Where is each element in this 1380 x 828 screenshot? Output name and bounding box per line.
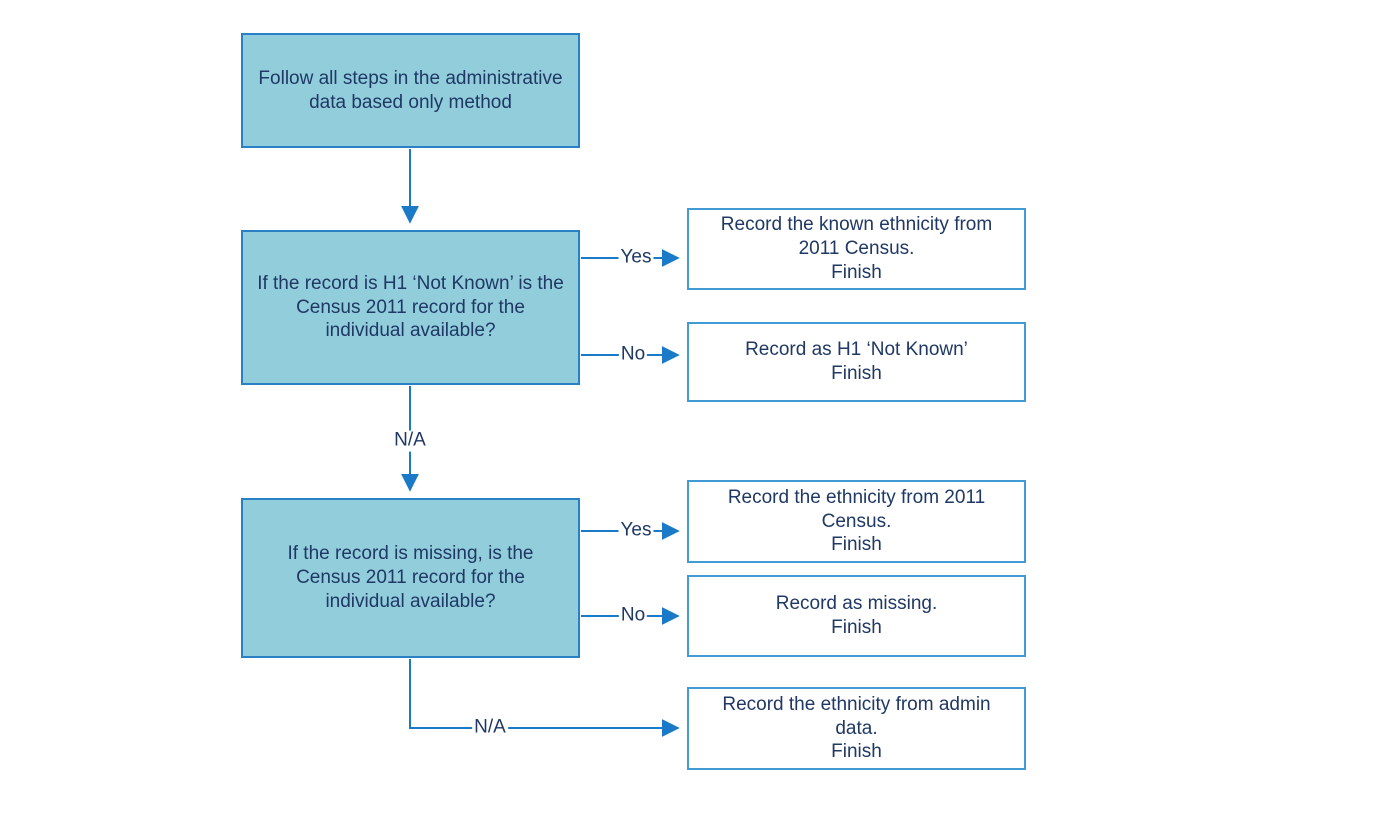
edge-decision2-na	[409, 659, 680, 737]
node-outcome-not-known: Record as H1 ‘Not Known’ Finish	[687, 322, 1026, 402]
node-outcome-known-ethnicity: Record the known ethnicity from 2011 Cen…	[687, 208, 1026, 290]
edge-label-decision1-na: N/A	[392, 429, 428, 452]
edge-label-decision2-yes: Yes	[618, 519, 654, 542]
node-outcome-census-ethnicity: Record the ethnicity from 2011 Census. F…	[687, 480, 1026, 563]
edge-label-decision1-no: No	[618, 343, 648, 366]
node-start: Follow all steps in the administrative d…	[241, 33, 580, 148]
node-decision-not-known: If the record is H1 ‘Not Known’ is the C…	[241, 230, 580, 385]
edge-label-decision2-no: No	[618, 604, 648, 627]
node-decision-missing: If the record is missing, is the Census …	[241, 498, 580, 658]
edge-label-decision2-na: N/A	[472, 716, 508, 739]
node-outcome-admin-data: Record the ethnicity from admin data. Fi…	[687, 687, 1026, 770]
node-outcome-missing: Record as missing. Finish	[687, 575, 1026, 657]
edge-label-decision1-yes: Yes	[618, 246, 654, 269]
